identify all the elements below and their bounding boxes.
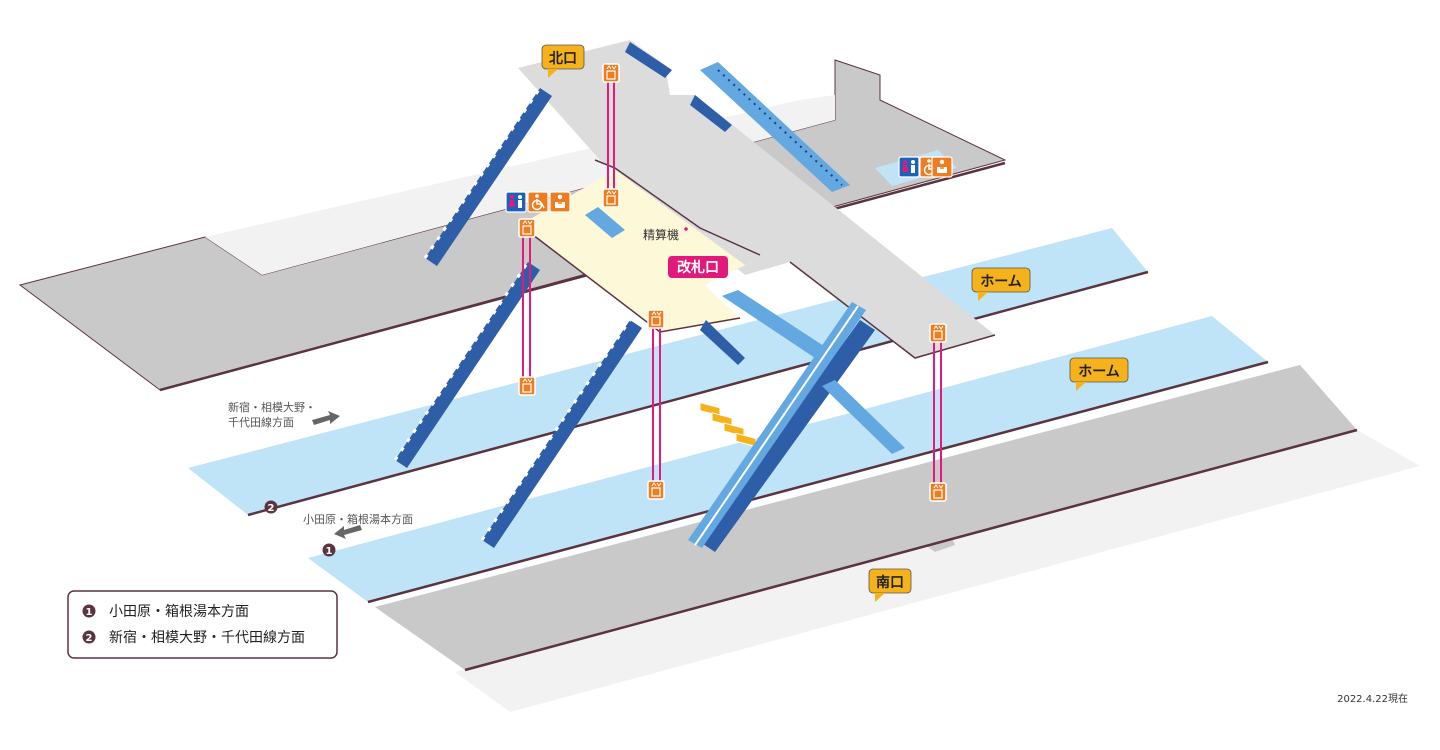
direction-2-label-line2: 千代田線方面 (228, 415, 294, 429)
track-marker-1-number: 1 (326, 546, 333, 557)
track-marker-2 (264, 500, 278, 514)
elevator-icon[interactable] (929, 323, 947, 343)
stairs-long-diagonal[interactable] (700, 320, 875, 552)
stairs-concourse-right[interactable] (690, 95, 732, 132)
platform-1-callout[interactable]: ホーム (1069, 357, 1129, 391)
legend-marker-1: 1 (86, 607, 93, 618)
ostomate-icon[interactable] (931, 156, 953, 178)
platform-2-label: ホーム (980, 274, 1022, 290)
elevator-icon[interactable] (602, 188, 620, 208)
escalator-concourse[interactable] (585, 207, 625, 238)
legend-item-1-text: 小田原・箱根湯本方面 (109, 603, 249, 620)
elevator-icon[interactable] (518, 218, 536, 238)
track-marker-2-number: 2 (268, 503, 275, 514)
stairs-lower-right[interactable] (700, 320, 745, 365)
direction-1-label: 小田原・箱根湯本方面 (303, 512, 413, 526)
elevator-icon[interactable] (518, 376, 536, 396)
stairs-left-lower[interactable] (480, 319, 642, 548)
wheelchair-icon[interactable] (527, 191, 549, 213)
platform-1-label: ホーム (1078, 364, 1120, 380)
stairs-top[interactable] (625, 42, 672, 78)
south-exit-callout[interactable]: 南口 (868, 568, 912, 602)
elevator-shafts (522, 78, 942, 490)
direction-2-label-line1: 新宿・相模大野・ (228, 400, 316, 414)
concourse (518, 40, 996, 359)
direction-1-arrow-icon (334, 525, 362, 539)
ground-slabs (18, 59, 1420, 712)
track-marker-1 (322, 543, 336, 557)
north-exit-label: 北口 (549, 51, 577, 67)
elevator-icon[interactable] (602, 63, 620, 83)
escalator-gate[interactable] (722, 290, 830, 358)
legend-marker-2: 2 (86, 633, 93, 644)
restroom-icon[interactable] (898, 156, 920, 178)
ticket-gate-badge[interactable]: 改札口 (668, 256, 728, 278)
fare-adjustment-marker (684, 227, 688, 231)
legend: 1 小田原・箱根湯本方面 2 新宿・相模大野・千代田線方面 (67, 590, 338, 659)
platform-1[interactable] (308, 316, 1269, 604)
ostomate-icon[interactable] (549, 191, 571, 213)
stairs-left-middle[interactable] (393, 261, 540, 468)
platform-2-callout[interactable]: ホーム (971, 267, 1031, 301)
direction-2-arrow-icon (312, 411, 340, 425)
ticket-gate-label: 改札口 (677, 259, 719, 276)
legend-item-2-text: 新宿・相模大野・千代田線方面 (109, 629, 305, 646)
fare-machines[interactable] (699, 401, 757, 448)
escalator-upper-right[interactable] (700, 62, 850, 192)
escalator-long-diagonal[interactable] (688, 302, 866, 548)
stairs-left-upper[interactable] (423, 87, 552, 266)
date-stamp: 2022.4.22現在 (1337, 693, 1408, 705)
elevator-icon[interactable] (647, 480, 665, 500)
north-exit-callout[interactable]: 北口 (541, 44, 585, 78)
elevator-icon[interactable] (929, 482, 947, 502)
elevator-icon[interactable] (647, 309, 665, 329)
south-exit-label: 南口 (876, 574, 904, 591)
restroom-icon[interactable] (505, 191, 527, 213)
escalator-lower-right[interactable] (822, 380, 905, 454)
fare-adjustment-label: 精算機 (643, 227, 679, 242)
